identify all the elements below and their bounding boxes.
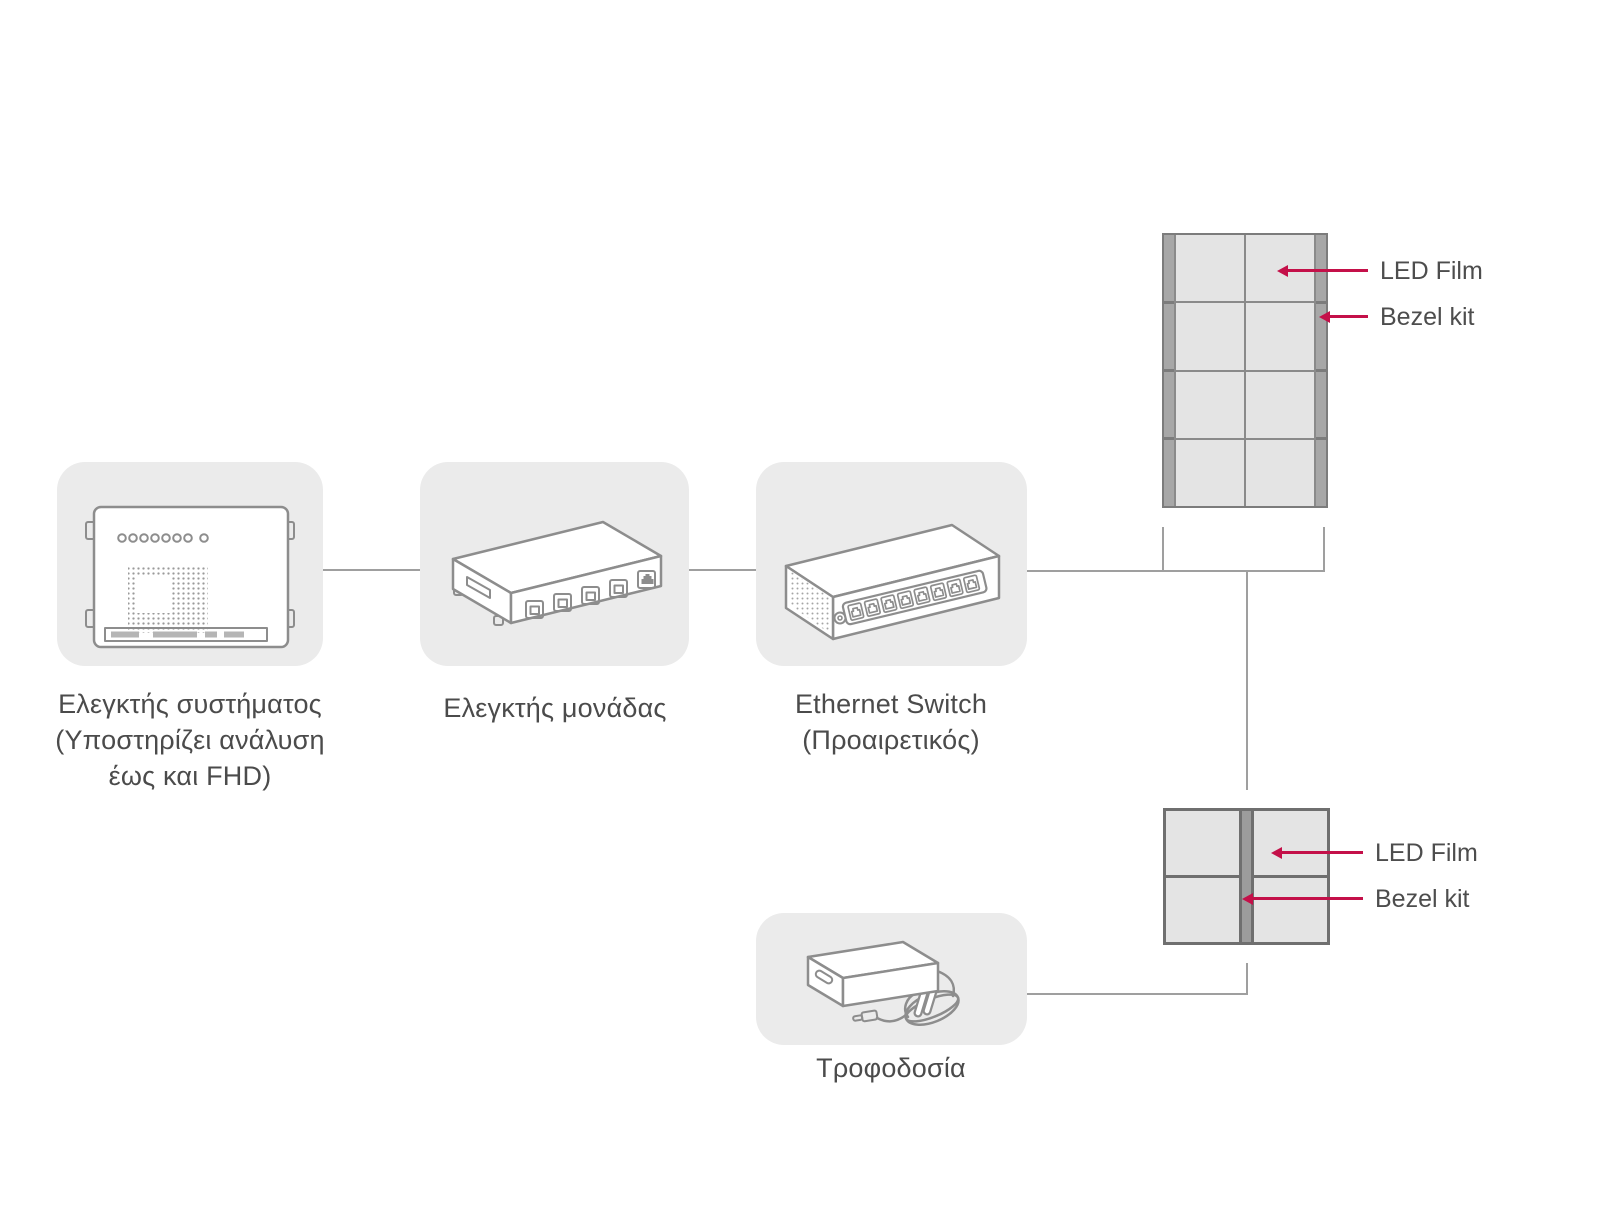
bezel-strip-right <box>1314 235 1326 506</box>
label-line: Τροφοδοσία <box>816 1053 966 1083</box>
led-film-cell <box>1246 371 1314 438</box>
node-card-ethernet-switch <box>756 462 1027 666</box>
led-film-cell <box>1166 811 1239 875</box>
node-label-unit-controller: Ελεγκτής μονάδας <box>410 690 700 726</box>
callout-label-led-film-top: LED Film <box>1380 257 1483 285</box>
label-line: (Προαιρετικός) <box>802 725 980 755</box>
bezel-notch <box>1164 301 1174 305</box>
bezel-strip-center <box>1242 811 1251 942</box>
callout-arrow-bezel-kit-top <box>1319 310 1368 323</box>
node-card-power-supply <box>756 913 1027 1045</box>
connector-power-vertical <box>1246 963 1248 995</box>
bezel-notch <box>1316 301 1326 305</box>
connector-stub-wall-top-left <box>1162 527 1164 572</box>
connector-sysctrl-unitctrl <box>323 569 420 571</box>
node-label-ethernet-switch: Ethernet Switch (Προαιρετικός) <box>736 686 1046 758</box>
bezel-notch <box>1316 436 1326 440</box>
label-line: (Υποστηρίζει ανάλυση <box>55 725 325 755</box>
led-film-cell <box>1254 811 1327 875</box>
bezel-strip-left <box>1164 235 1176 506</box>
bezel-notch <box>1164 436 1174 440</box>
led-film-cell <box>1246 439 1314 506</box>
ethernet-switch-icon <box>784 523 1001 641</box>
node-label-power-supply: Τροφοδοσία <box>736 1050 1046 1086</box>
led-film-cell <box>1176 303 1244 370</box>
connector-power-horizontal <box>1027 993 1248 995</box>
connector-stub-wall-top-right <box>1323 527 1325 572</box>
led-film-cell <box>1254 878 1327 942</box>
connector-bus-wall-bottom <box>1246 570 1248 790</box>
node-card-system-controller <box>57 462 323 666</box>
label-line: Ethernet Switch <box>794 689 988 719</box>
unit-controller-icon <box>451 520 663 626</box>
label-line: Ελεγκτής συστήματος <box>58 689 322 719</box>
callout-arrow-bezel-kit-bottom <box>1242 892 1363 905</box>
led-film-grid <box>1176 235 1314 506</box>
callout-arrow-led-film-bottom <box>1271 846 1363 859</box>
led-film-cell <box>1176 371 1244 438</box>
led-film-cell <box>1166 878 1239 942</box>
callout-arrow-led-film-top <box>1277 264 1368 277</box>
node-card-unit-controller <box>420 462 689 666</box>
led-film-cell <box>1176 439 1244 506</box>
power-adapter-icon <box>806 940 960 1026</box>
led-wall-bottom <box>1163 808 1330 945</box>
connector-unitctrl-switch <box>689 569 756 571</box>
label-line: Ελεγκτής μονάδας <box>443 693 667 723</box>
callout-label-bezel-kit-bottom: Bezel kit <box>1375 885 1470 913</box>
label-line: έως και FHD) <box>108 761 272 791</box>
callout-label-led-film-bottom: LED Film <box>1375 839 1478 867</box>
bezel-notch <box>1316 369 1326 372</box>
callout-label-bezel-kit-top: Bezel kit <box>1380 303 1475 331</box>
led-film-cell <box>1246 303 1314 370</box>
bezel-notch <box>1164 369 1174 372</box>
system-controller-back-icon <box>85 505 295 649</box>
node-label-system-controller: Ελεγκτής συστήματος (Υποστηρίζει ανάλυση… <box>17 686 363 794</box>
connector-switch-bus <box>1027 570 1324 572</box>
led-film-cell <box>1176 235 1244 302</box>
led-wall-top <box>1162 233 1328 508</box>
